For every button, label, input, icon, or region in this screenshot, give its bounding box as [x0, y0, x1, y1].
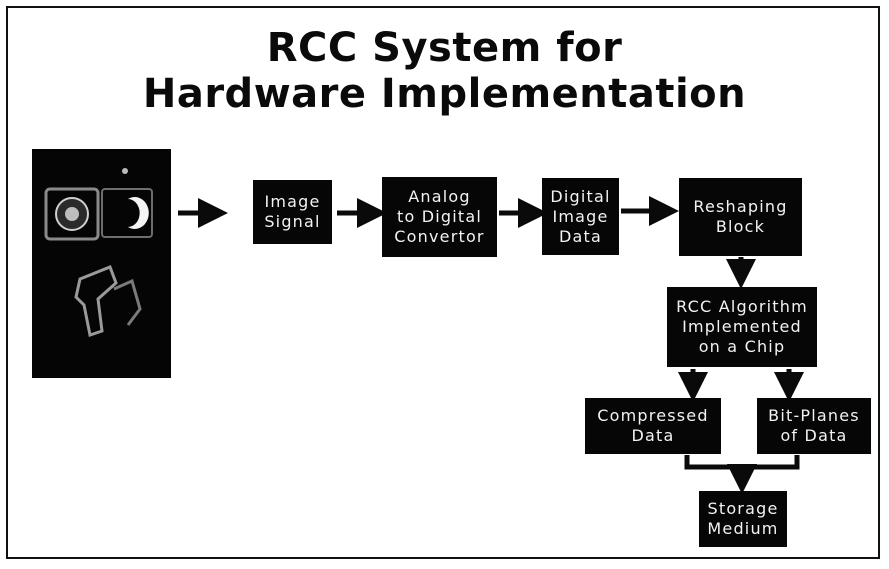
- lens-highlight-shape: [65, 207, 79, 221]
- node-compressed-data: Compressed Data: [585, 398, 721, 454]
- monitor-shape: [101, 188, 153, 238]
- crescent-reflection-shape: [128, 197, 149, 229]
- title-line-2: Hardware Implementation: [142, 71, 747, 117]
- node-bit-planes-of-data: Bit-Planes of Data: [757, 398, 871, 454]
- camera-photo-graphic: [32, 149, 171, 378]
- node-storage-medium: Storage Medium: [699, 491, 787, 547]
- cable-shape: [113, 278, 142, 326]
- title-line-1: RCC System for: [266, 25, 623, 71]
- node-digital-image-data: Digital Image Data: [542, 178, 619, 255]
- camera-body-shape: [44, 187, 100, 241]
- stand-shape: [74, 265, 118, 337]
- indicator-light-shape: [122, 168, 128, 174]
- node-reshaping-block: Reshaping Block: [679, 178, 802, 256]
- node-image-signal: Image Signal: [253, 180, 332, 244]
- node-rcc-algorithm-chip: RCC Algorithm Implemented on a Chip: [667, 287, 817, 367]
- camera-photo: [32, 149, 171, 378]
- merge-line-outputs: [684, 455, 800, 470]
- node-analog-to-digital-convertor: Analog to Digital Convertor: [382, 177, 497, 257]
